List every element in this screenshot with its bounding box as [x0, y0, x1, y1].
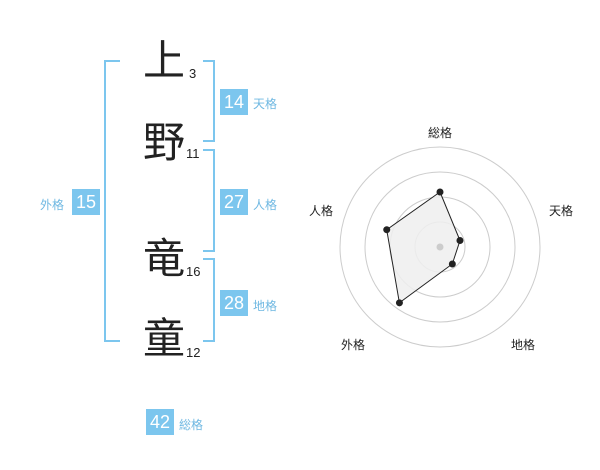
chikaku-label: 地格: [253, 299, 278, 313]
chikaku-bracket: [203, 258, 215, 342]
gaikaku-label: 外格: [40, 198, 65, 212]
radar-ring-4: [339, 146, 541, 348]
radar-point-1: [436, 188, 444, 196]
name-char-3: 竜: [143, 234, 186, 283]
tenkaku-value: 14: [220, 89, 248, 115]
radar-label-tenkaku: 天格: [549, 204, 574, 218]
gaikaku-bracket: [104, 60, 120, 342]
radar-center-dot: [436, 243, 444, 251]
name-char-4: 童: [143, 314, 186, 363]
radar-point-5: [383, 226, 391, 234]
name-char-2: 野: [143, 118, 186, 167]
radar-points: [383, 188, 464, 307]
tenkaku-label: 天格: [253, 97, 278, 111]
radar-label-soukaku: 総格: [428, 126, 453, 140]
jinkaku-label: 人格: [253, 198, 278, 212]
jinkaku-value: 27: [220, 189, 248, 215]
stroke-count-2: 11: [186, 146, 200, 161]
tenkaku-bracket: [203, 60, 215, 142]
chikaku-value: 28: [220, 290, 248, 316]
radar-point-4: [395, 299, 403, 307]
soukaku-value: 42: [146, 409, 174, 435]
soukaku-label: 総格: [179, 418, 204, 432]
radar-label-chikaku: 地格: [511, 338, 536, 352]
radar-label-gaikaku: 外格: [341, 338, 366, 352]
gaikaku-value: 15: [72, 189, 100, 215]
stroke-count-4: 12: [186, 345, 201, 360]
radar-label-jinkaku: 人格: [309, 204, 334, 218]
stroke-count-1: 3: [189, 66, 197, 81]
radar-point-3: [448, 260, 456, 268]
radar-point-2: [456, 237, 464, 245]
jinkaku-bracket: [203, 149, 215, 252]
name-char-1: 上: [143, 36, 186, 85]
stroke-count-3: 16: [186, 264, 201, 279]
radar-series-polygon: [386, 191, 461, 304]
radar-ring-3: [364, 171, 516, 323]
